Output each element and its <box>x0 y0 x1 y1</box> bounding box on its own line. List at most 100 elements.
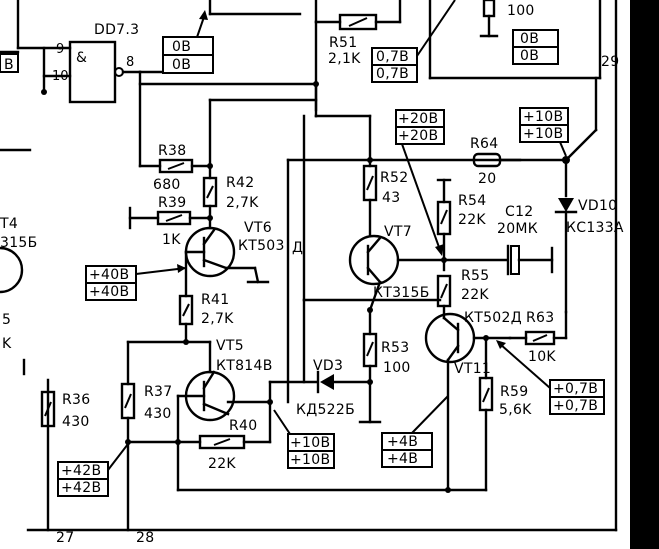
dd73-label: DD7.3 <box>94 22 139 38</box>
vd10-type: КС133А <box>566 220 624 236</box>
voltage-box-vt7-em <box>381 432 433 468</box>
r54-mark <box>440 209 448 225</box>
c12-label: C12 <box>505 204 534 220</box>
junction-vt7-emitter <box>367 307 373 313</box>
junction-r41 <box>183 339 189 345</box>
vt11-type: КТ502Д <box>464 310 522 326</box>
volt-r51-bot: 0,7В <box>376 66 409 82</box>
r54-label: R54 <box>458 193 486 209</box>
r54-value: 22K <box>458 212 486 228</box>
volt-vt6-base-bot: +40В <box>89 284 129 300</box>
transistor-t4-partial <box>0 246 24 294</box>
r51-mark <box>348 17 368 27</box>
r55-mark <box>440 283 448 299</box>
volt-r64-bot: +10В <box>523 126 563 142</box>
left-k-label: K <box>2 336 12 352</box>
arrowhead-dd-volt <box>199 10 208 20</box>
arrow-r64-volt <box>559 141 567 157</box>
d-label: Д <box>292 240 303 256</box>
junction-vd3 <box>367 379 373 385</box>
volt-vt7-em-top: +4В <box>387 434 418 450</box>
r63-value: 10K <box>528 349 556 365</box>
t4-label: Т4 <box>0 216 18 232</box>
volt-r37-bot: +42В <box>61 480 101 496</box>
volt-dd-out-top: 0В <box>172 39 191 55</box>
junction-bottom <box>445 487 451 493</box>
voltage-box-vt7-col <box>395 109 445 145</box>
vt7-collector <box>366 236 382 254</box>
r53-label: R53 <box>381 340 409 356</box>
vt11-collector <box>446 344 460 362</box>
r59-value: 5,6K <box>499 402 532 418</box>
voltage-box-r64-right <box>519 107 569 143</box>
volt-top-right-top: 0В <box>520 31 539 47</box>
vt6-label: VT6 <box>244 220 272 236</box>
t4-type: 315Б <box>0 235 38 251</box>
node-29: 29 <box>601 54 619 70</box>
voltage-box-r51 <box>371 47 418 83</box>
arrow-vt7-col <box>401 143 441 251</box>
volt-r51-top: 0,7В <box>376 49 409 65</box>
volt-vt11-base-bot: +0,7В <box>553 398 598 414</box>
vt6-type: КТ503 <box>238 238 285 254</box>
r37-value: 430 <box>144 406 172 422</box>
volt-top-right-bot: 0В <box>520 48 539 64</box>
volt-vt5-col-bot: +10В <box>290 452 330 468</box>
voltage-box-vt5-col <box>287 433 335 469</box>
r53-value: 100 <box>383 360 411 376</box>
vt5-collector <box>202 402 230 416</box>
r40-label: R40 <box>229 418 257 434</box>
voltage-box-vt6-base <box>85 265 137 301</box>
r38-mark <box>167 162 185 170</box>
r59-mark <box>482 387 490 403</box>
arrow-vt7-em <box>411 395 449 434</box>
dd-pin9: 9 <box>56 42 64 57</box>
voltage-box-vt11-base <box>549 379 605 415</box>
wire-vt7-emitter <box>368 280 382 312</box>
page-edge-border <box>630 0 659 549</box>
vd10-label: VD10 <box>578 198 617 214</box>
r38-value: 680 <box>153 177 181 193</box>
left-b-label: В <box>4 57 14 73</box>
r59-label: R59 <box>500 384 528 400</box>
r42-label: R42 <box>226 175 254 191</box>
junction-r38 <box>207 163 213 169</box>
volt-dd-out-bot: 0В <box>172 57 191 73</box>
r52-label: R52 <box>380 170 408 186</box>
r37-label: R37 <box>144 384 172 400</box>
r52-mark <box>366 175 374 191</box>
r41-label: R41 <box>201 292 229 308</box>
junction-r39 <box>207 215 213 221</box>
r40-mark <box>213 438 231 446</box>
volt-vt6-base-top: +40В <box>89 267 129 283</box>
r39-value: 1K <box>162 232 181 248</box>
volt-vt7-col-top: +20В <box>398 111 438 127</box>
c12-value: 20МК <box>497 221 538 237</box>
arrow-vt11-base <box>499 343 551 389</box>
vt11-emitter <box>442 316 460 332</box>
arrowhead-vt6-base <box>177 264 186 273</box>
volt-vt7-col-bot: +20В <box>398 128 438 144</box>
vt5-type: КТ814В <box>216 358 273 374</box>
r39-mark <box>165 214 183 222</box>
r63-mark <box>532 334 548 342</box>
r53-mark <box>366 341 374 357</box>
r36-mark <box>44 401 52 417</box>
junction-r52 <box>367 157 373 163</box>
arrow-r37 <box>107 443 129 471</box>
resistor-r36 <box>40 390 56 428</box>
r51-label: R51 <box>329 35 357 51</box>
r41-value: 2,7K <box>201 311 234 327</box>
volt-vt11-base-top: +0,7В <box>553 381 598 397</box>
r64-value: 20 <box>478 171 496 187</box>
r64-label: R64 <box>470 136 498 152</box>
r39-label: R39 <box>158 195 186 211</box>
r55-value: 22K <box>461 287 489 303</box>
r42-mark <box>206 185 214 199</box>
arrow-r51-volt <box>416 0 456 57</box>
vt7-label: VT7 <box>384 224 412 240</box>
top-right-100: 100 <box>507 3 535 19</box>
vt11-label: VT11 <box>454 361 491 377</box>
node-27: 27 <box>56 530 74 546</box>
